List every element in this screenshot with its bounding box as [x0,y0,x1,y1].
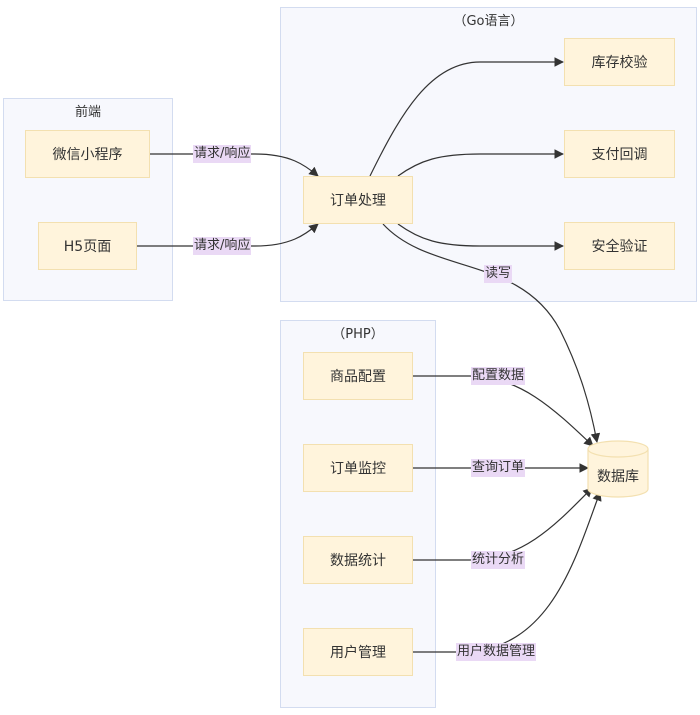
edge-order-inventory [369,57,564,177]
edge-user-db [413,491,602,653]
edge-label-product-db: 配置数据 [471,367,526,385]
edge-stats-db [413,487,593,561]
edge-label-user-db: 用户数据管理 [456,643,537,661]
node-wechat[interactable]: 微信小程序 [25,130,150,178]
cluster-php-title: （PHP） [332,327,384,342]
node-order-process[interactable]: 订单处理 [303,176,413,224]
node-product-config[interactable]: 商品配置 [303,352,413,400]
edge-order-db [382,223,601,443]
edge-label-stats-db: 统计分析 [471,551,526,569]
node-data-stats[interactable]: 数据统计 [303,536,413,584]
node-order-monitor[interactable]: 订单监控 [303,444,413,492]
node-security-verify[interactable]: 安全验证 [564,222,675,270]
node-database[interactable]: 数据库 [597,469,639,485]
edge-wechat-order [150,153,319,177]
edge-product-db [413,375,594,447]
edge-order-security [397,223,564,251]
edge-label-wechat-order: 请求/响应 [193,145,252,163]
database-shape [587,440,649,498]
node-h5[interactable]: H5页面 [38,222,137,270]
edge-label-h5-order: 请求/响应 [193,237,252,255]
node-user-manage[interactable]: 用户管理 [303,628,413,676]
node-inventory-check[interactable]: 库存校验 [564,38,675,86]
edge-h5-order [137,223,319,247]
cluster-go-title: （Go语言） [453,14,524,29]
edge-order-payment [397,149,564,177]
cluster-frontend-title: 前端 [74,105,101,120]
edge-label-order-db: 读写 [484,265,513,283]
edge-label-monitor-db: 查询订单 [471,459,526,477]
node-payment-callback[interactable]: 支付回调 [564,130,675,178]
